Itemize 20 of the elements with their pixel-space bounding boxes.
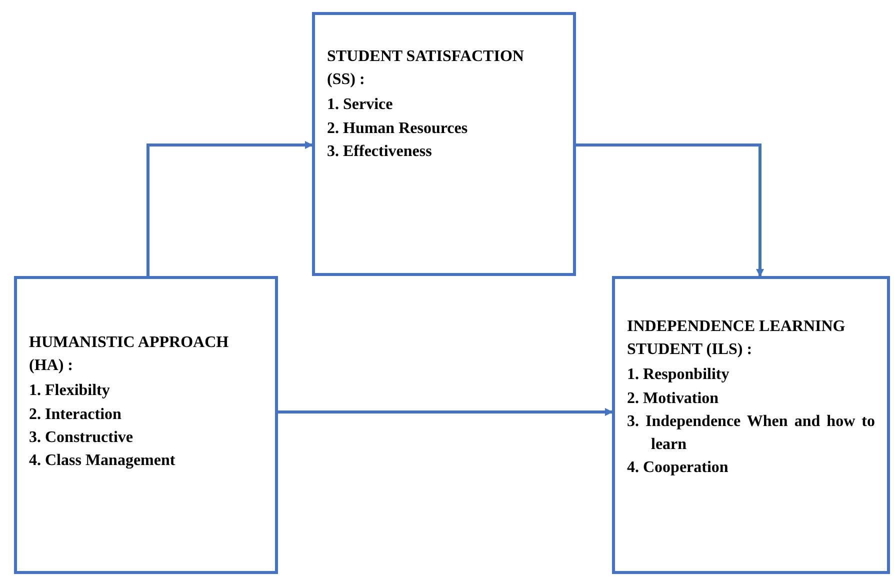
list-item: 2. Human Resources bbox=[327, 118, 469, 139]
box-heading: STUDENT SATISFACTION (SS) : bbox=[327, 47, 525, 90]
list-item: 1. Flexibilty bbox=[29, 381, 111, 402]
list-item: 1. Responbility bbox=[627, 365, 730, 386]
list-item: 3. Effectiveness bbox=[327, 142, 433, 162]
list-item: 2. Motivation bbox=[627, 388, 720, 409]
box-heading: INDEPENDENCE LEARNING STUDENT (ILS) : bbox=[627, 317, 846, 360]
arrow bbox=[576, 144, 764, 277]
concept-box bbox=[612, 276, 890, 574]
arrow bbox=[278, 408, 613, 416]
list-item: 3. Independence When and how to learn bbox=[627, 412, 875, 455]
list-item: 4. Cooperation bbox=[627, 458, 730, 478]
concept-box bbox=[312, 12, 576, 276]
arrow bbox=[146, 141, 313, 276]
list-item: 4. Class Management bbox=[29, 450, 176, 471]
list-item: 1. Service bbox=[327, 95, 394, 116]
list-item: 2. Interaction bbox=[29, 404, 122, 425]
concept-box bbox=[14, 276, 278, 574]
list-item: 3. Constructive bbox=[29, 428, 134, 448]
box-heading: HUMANISTIC APPROACH (HA) : bbox=[29, 333, 229, 376]
